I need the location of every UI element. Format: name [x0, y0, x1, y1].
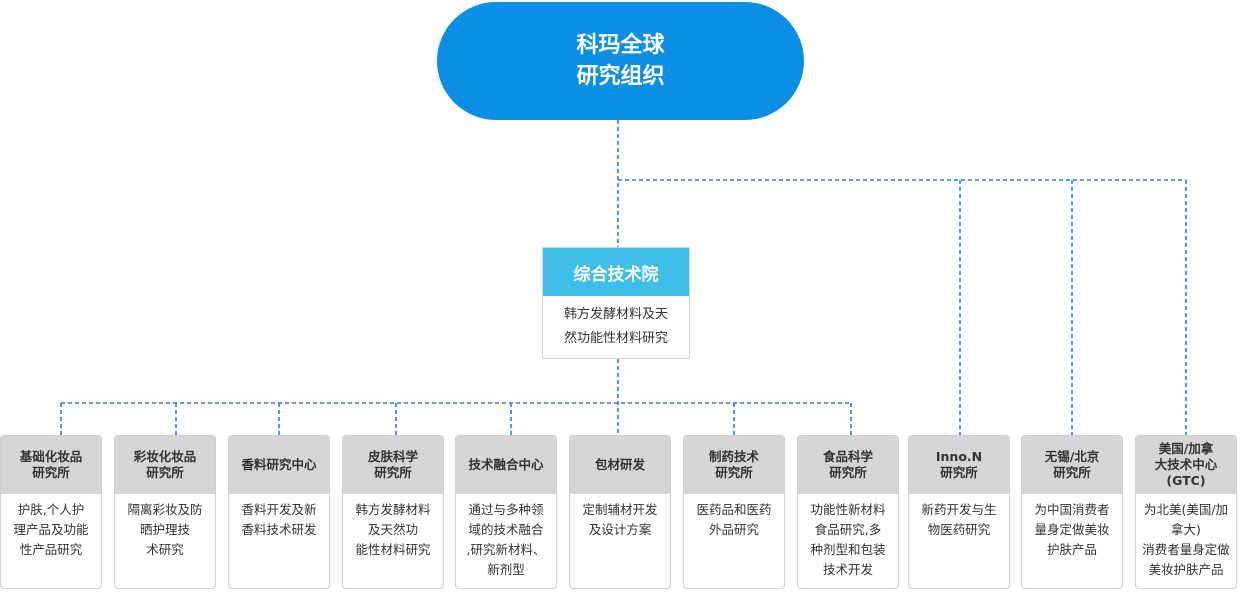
card-color-cosmetics: 彩妆化妆品研究所隔离彩妆及防晒护理技术研究 [114, 435, 216, 589]
root-title-line: 研究组织 [576, 64, 665, 89]
card-food-science: 食品科学研究所功能性新材料食品研究,多种剂型和包装技术开发 [797, 435, 899, 589]
card-title: 无锡/北京研究所 [1022, 436, 1122, 494]
card-description: 为中国消费者量身定做美妆护肤产品 [1022, 494, 1122, 560]
card-desc-line: 外品研究 [708, 522, 759, 537]
card-desc-line: 护肤,个人护 [17, 502, 85, 517]
card-description: 功能性新材料食品研究,多种剂型和包装技术开发 [798, 494, 898, 580]
card-desc-line: 及设计方案 [588, 522, 652, 537]
card-desc-line: 韩方发酵材料 [355, 502, 431, 517]
root-title-line: 科玛全球 [576, 33, 665, 58]
card-description: 香料开发及新香料技术研发 [229, 494, 329, 540]
card-description: 隔离彩妆及防晒护理技术研究 [115, 494, 215, 560]
card-title: 基础化妆品研究所 [1, 436, 101, 494]
card-desc-line: 护肤产品 [1046, 542, 1097, 557]
card-desc-line: 量身定做美妆 [1034, 522, 1110, 537]
card-title: 皮肤科学研究所 [343, 436, 443, 494]
card-title: 彩妆化妆品研究所 [115, 436, 215, 494]
card-title-line: 包材研发 [594, 457, 645, 472]
card-title-line: 香料研究中心 [241, 457, 317, 472]
card-description: 为北美(美国/加拿大) 消费者量身定做美妆护肤产品 [1136, 494, 1236, 580]
center-description: 韩方发酵材料及天 然功能性材料研究 [543, 296, 689, 351]
card-desc-line: 物医药研究 [927, 522, 991, 537]
card-title-line: 彩妆化妆品 [133, 449, 197, 464]
card-description: 通过与多种领域的技术融合 ,研究新材料、新剂型 [456, 494, 556, 580]
card-title-line: (GTC) [1166, 473, 1206, 488]
card-convergence: 技术融合中心通过与多种领域的技术融合 ,研究新材料、新剂型 [455, 435, 557, 589]
card-desc-line: 技术开发 [822, 562, 873, 577]
card-desc-line: 性产品研究 [19, 542, 83, 557]
card-description: 定制辅材开发及设计方案 [570, 494, 670, 540]
card-title: 制药技术研究所 [684, 436, 784, 494]
card-desc-line: ,研究新材料、 [466, 542, 546, 557]
card-title-line: 无锡/北京 [1044, 449, 1100, 464]
card-title-line: 研究所 [1053, 465, 1091, 480]
card-title: 美国/加拿大技术中心(GTC) [1136, 436, 1236, 494]
card-packaging: 包材研发定制辅材开发及设计方案 [569, 435, 671, 589]
card-desc-line: 理产品及功能 [13, 522, 89, 537]
card-title: 香料研究中心 [229, 436, 329, 494]
card-description: 韩方发酵材料及天然功能性材料研究 [343, 494, 443, 560]
card-desc-line: 消费者量身定做 [1142, 542, 1230, 557]
card-desc-line: 晒护理技 [139, 522, 190, 537]
card-desc-line: 隔离彩妆及防 [127, 502, 203, 517]
card-title-line: 技术融合中心 [468, 457, 544, 472]
card-title-line: 研究所 [374, 465, 412, 480]
card-desc-line: 能性材料研究 [355, 542, 431, 557]
card-title-line: 研究所 [32, 465, 70, 480]
card-desc-line: 拿大) [1171, 522, 1201, 537]
card-desc-line: 食品研究,多 [814, 522, 882, 537]
card-pharma: 制药技术研究所医药品和医药外品研究 [683, 435, 785, 589]
center-node-institute: 综合技术院 韩方发酵材料及天 然功能性材料研究 [542, 247, 690, 359]
card-title-line: 皮肤科学 [367, 449, 418, 464]
card-desc-line: 香料开发及新 [241, 502, 317, 517]
card-desc-line: 医药品和医药 [696, 502, 772, 517]
card-desc-line: 新剂型 [487, 562, 525, 577]
card-title-line: 美国/加拿 [1158, 441, 1214, 456]
center-title: 综合技术院 [543, 248, 689, 296]
card-title-line: 基础化妆品 [19, 449, 83, 464]
card-title-line: Inno.N [935, 449, 983, 464]
card-title: 技术融合中心 [456, 436, 556, 494]
card-desc-line: 种剂型和包装 [810, 542, 886, 557]
card-basic-cosmetics: 基础化妆品研究所护肤,个人护理产品及功能性产品研究 [0, 435, 102, 589]
card-desc-line: 为中国消费者 [1034, 502, 1110, 517]
card-description: 新药开发与生物医药研究 [909, 494, 1009, 540]
root-node-global-research: 科玛全球 研究组织 [437, 2, 804, 120]
card-skin-science: 皮肤科学研究所韩方发酵材料及天然功能性材料研究 [342, 435, 444, 589]
card-title: 食品科学研究所 [798, 436, 898, 494]
card-desc-line: 定制辅材开发 [582, 502, 658, 517]
card-desc-line: 功能性新材料 [810, 502, 886, 517]
card-title-line: 制药技术 [708, 449, 759, 464]
card-gtc: 美国/加拿大技术中心(GTC) 为北美(美国/加拿大) 消费者量身定做美妆护肤产品 [1135, 435, 1237, 589]
card-title-line: 研究所 [146, 465, 184, 480]
card-title: 包材研发 [570, 436, 670, 494]
card-desc-line: 为北美(美国/加 [1143, 502, 1229, 517]
card-wuxi-beijing: 无锡/北京研究所为中国消费者量身定做美妆护肤产品 [1021, 435, 1123, 589]
card-desc-line: 美妆护肤产品 [1148, 562, 1224, 577]
card-description: 护肤,个人护理产品及功能性产品研究 [1, 494, 101, 560]
card-title-line: 研究所 [829, 465, 867, 480]
card-desc-line: 及天然功 [367, 522, 418, 537]
card-title-line: 食品科学 [822, 449, 873, 464]
card-title-line: 研究所 [715, 465, 753, 480]
card-desc-line: 域的技术融合 [468, 522, 544, 537]
card-description: 医药品和医药外品研究 [684, 494, 784, 540]
card-desc-line: 通过与多种领 [468, 502, 544, 517]
card-desc-line: 香料技术研发 [241, 522, 317, 537]
card-desc-line: 新药开发与生 [921, 502, 997, 517]
center-desc-line: 韩方发酵材料及天 [563, 307, 668, 322]
card-desc-line: 术研究 [146, 542, 184, 557]
center-desc-line: 然功能性材料研究 [563, 331, 668, 346]
card-title-line: 大技术中心 [1154, 457, 1218, 472]
card-title-line: 研究所 [940, 465, 978, 480]
card-fragrance: 香料研究中心香料开发及新香料技术研发 [228, 435, 330, 589]
